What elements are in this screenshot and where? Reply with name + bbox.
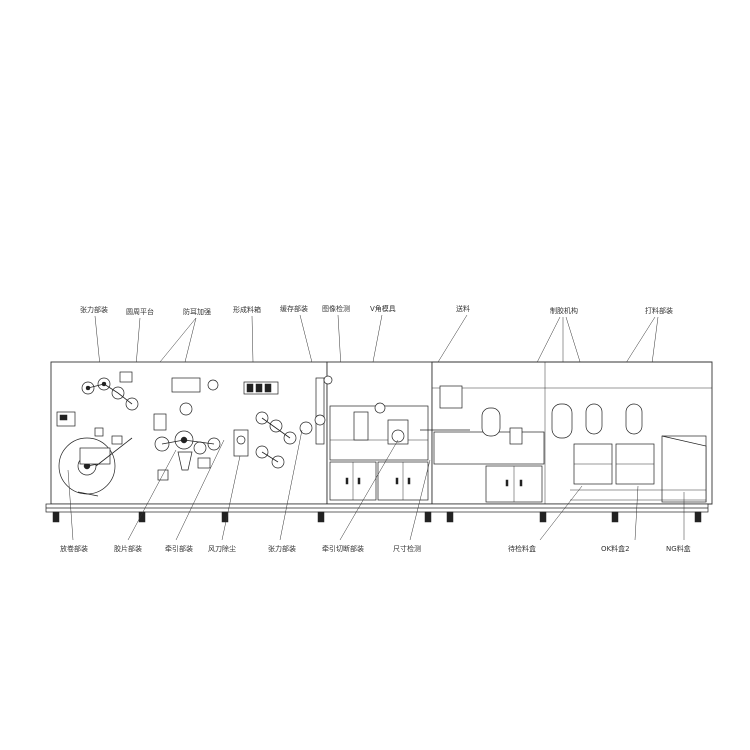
label-ng-box: NG料盒	[666, 544, 691, 553]
label-forming-box: 形成料箱	[233, 305, 261, 314]
label-traction-cut-unit: 牵引切断部装	[322, 544, 364, 553]
bottom-leader-lines	[67, 429, 685, 541]
label-unwind-unit: 放卷部装	[60, 544, 88, 553]
label-size-inspection: 尺寸检测	[393, 544, 421, 553]
label-v-die: V角模具	[370, 304, 396, 313]
label-traction-unit: 牵引部装	[165, 544, 193, 553]
label-tension-unit-top: 张力部装	[80, 305, 108, 314]
unwind-section	[56, 371, 139, 497]
label-glue-mechanism: 制胶机构	[550, 306, 578, 315]
bottom-labels: 放卷部装 胶片部装 牵引部装 风刀除尘 张力部装 牵引切断部装 尺寸检测 待检料…	[60, 544, 691, 553]
label-punch-unit: 打料部装	[645, 306, 673, 315]
label-circular-platform: 圆周平台	[126, 307, 154, 316]
label-waiting-box: 待检料盒	[508, 544, 536, 553]
top-labels: 张力部装 圆周平台 防耳加强 形成料箱 缓存部装 图像检测 V角模具 送料 制胶…	[80, 304, 673, 316]
label-ear-reinforcement: 防耳加强	[183, 307, 211, 316]
label-air-knife: 风刀除尘	[208, 544, 236, 553]
label-ok-box: OK料盒2	[601, 544, 630, 553]
sorting-section	[433, 403, 707, 503]
machine-feet	[52, 511, 702, 523]
label-buffer-unit: 缓存部装	[280, 304, 308, 313]
label-film-unit: 胶片部装	[114, 544, 142, 553]
label-tension-unit-bottom: 张力部装	[268, 544, 296, 553]
inspection-section	[329, 385, 470, 501]
forming-section	[153, 375, 333, 481]
label-image-inspection: 图像检测	[322, 304, 350, 313]
label-feed: 送料	[456, 304, 470, 313]
